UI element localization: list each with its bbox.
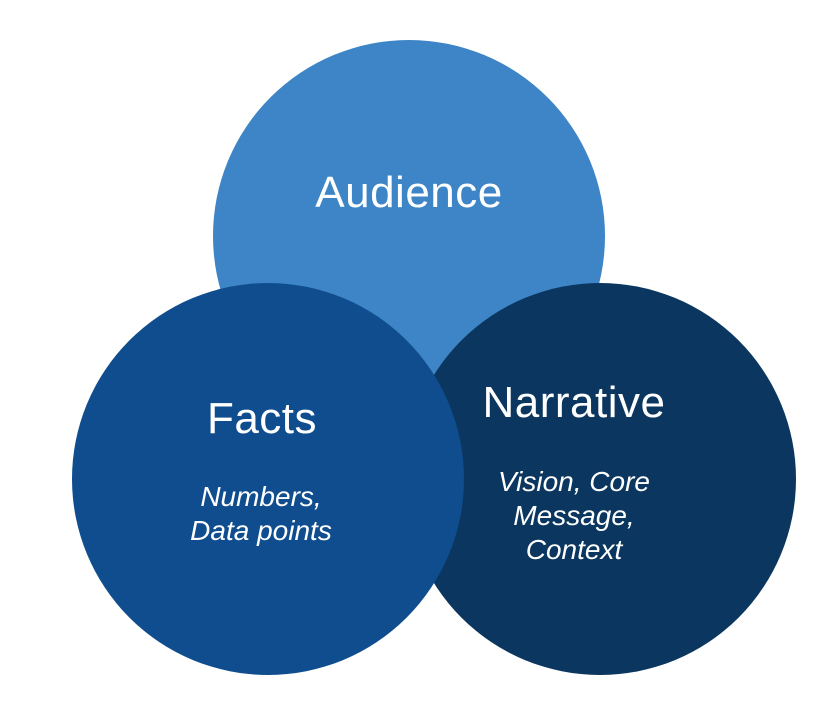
narrative-subtitle: Vision, Core Message, Context bbox=[424, 465, 724, 567]
narrative-title: Narrative bbox=[482, 378, 666, 427]
audience-title: Audience bbox=[315, 168, 503, 217]
narrative-subtitle-line: Vision, Core bbox=[497, 466, 650, 497]
narrative-subtitle-line: Context bbox=[525, 534, 623, 565]
facts-circle bbox=[72, 283, 464, 675]
facts-title: Facts bbox=[206, 394, 318, 443]
facts-subtitle-line: Data points bbox=[190, 515, 332, 546]
facts-subtitle: Numbers, Data points bbox=[111, 480, 411, 548]
facts-subtitle-line: Numbers, bbox=[200, 481, 322, 512]
narrative-circle bbox=[404, 283, 796, 675]
narrative-subtitle-line: Message, bbox=[513, 500, 635, 531]
